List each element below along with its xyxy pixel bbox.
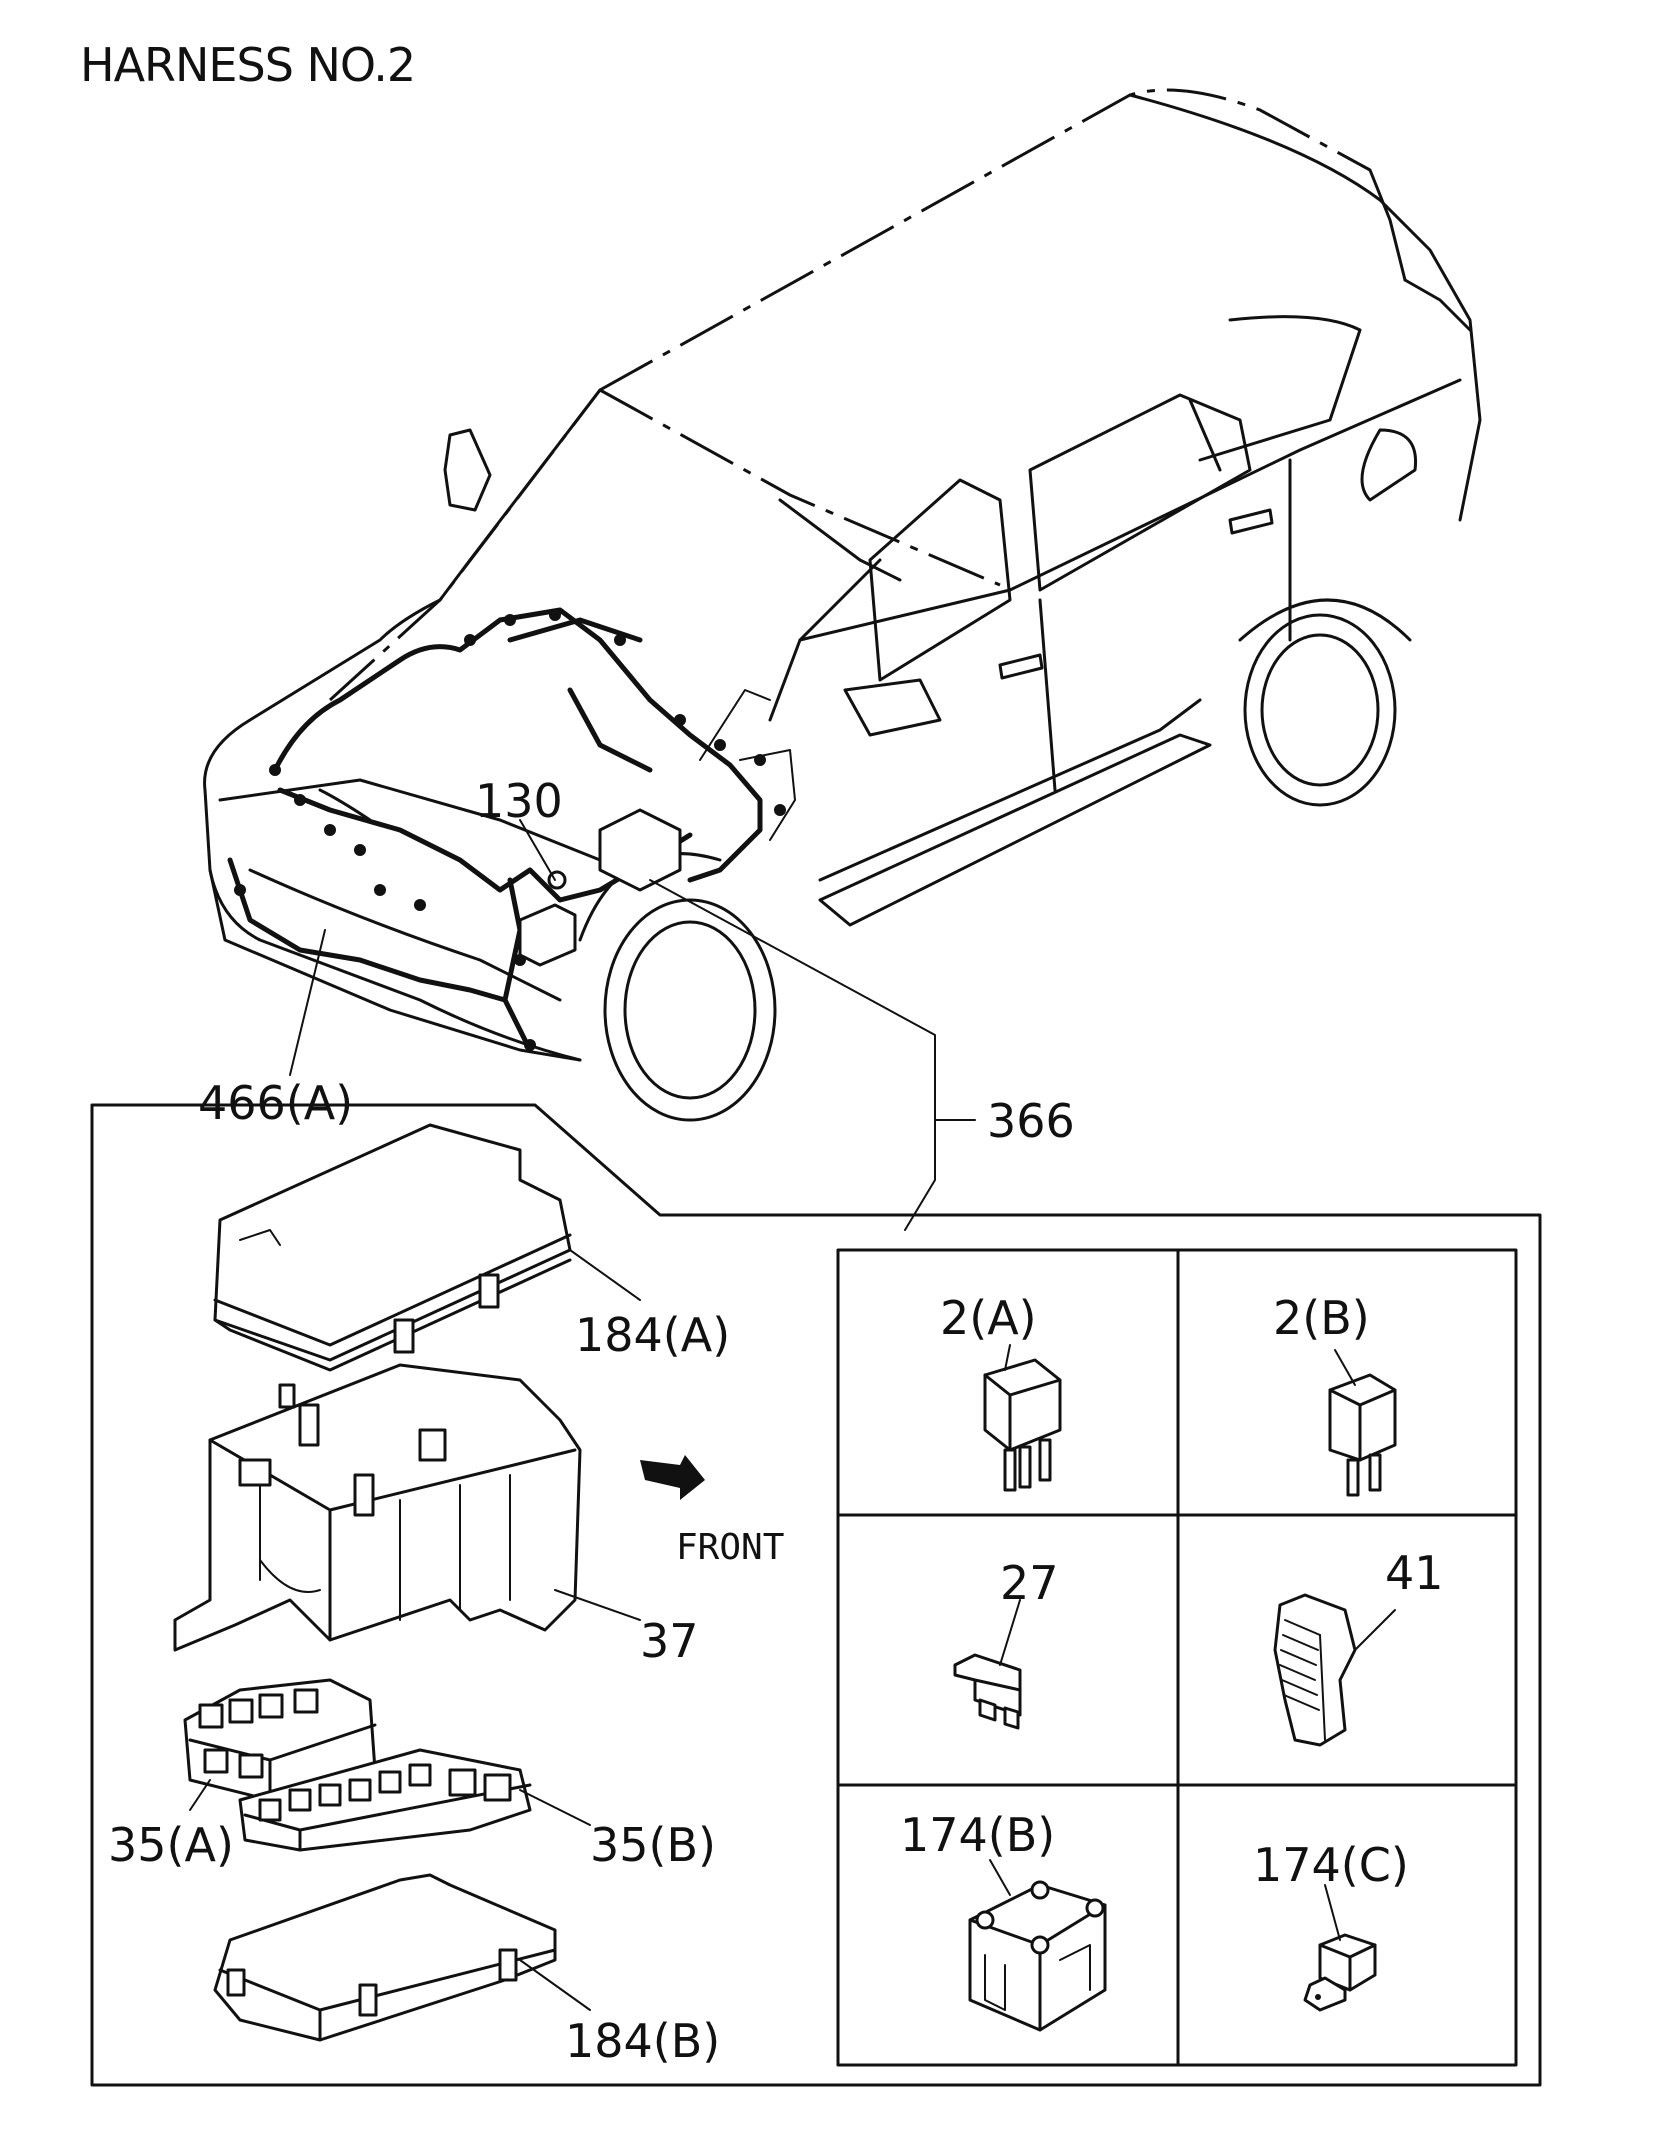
fuse-27-icon bbox=[953, 1599, 1022, 1730]
callout-2a: 2(A) bbox=[940, 1291, 1037, 1345]
diagram-title: HARNESS NO.2 bbox=[80, 38, 416, 92]
callout-466a: 466(A) bbox=[198, 1076, 354, 1130]
front-arrow-icon bbox=[640, 1455, 705, 1500]
relay-block-b bbox=[238, 1748, 591, 1852]
fuse-41-icon bbox=[1273, 1593, 1396, 1747]
fuse-174c-icon bbox=[1303, 1884, 1377, 2012]
callout-184b: 184(B) bbox=[565, 2014, 721, 2068]
relay-2b-icon bbox=[1328, 1349, 1397, 1497]
callout-35a: 35(A) bbox=[108, 1818, 234, 1872]
callout-184a: 184(A) bbox=[575, 1308, 731, 1362]
callout-174b: 174(B) bbox=[900, 1808, 1056, 1862]
callout-41: 41 bbox=[1385, 1546, 1444, 1600]
relay-2a-icon bbox=[983, 1344, 1062, 1492]
fuse-box-cover-upper bbox=[213, 1123, 641, 1372]
callout-174c: 174(C) bbox=[1253, 1838, 1409, 1892]
callout-37: 37 bbox=[640, 1614, 699, 1668]
callout-35b: 35(B) bbox=[590, 1818, 716, 1872]
front-direction-label: FRONT bbox=[676, 1527, 785, 1568]
callout-2b: 2(B) bbox=[1273, 1291, 1370, 1345]
fuse-box-cover-lower bbox=[213, 1873, 591, 2042]
detail-frame bbox=[90, 1103, 1542, 2087]
callout-27: 27 bbox=[1000, 1556, 1059, 1610]
callout-130: 130 bbox=[475, 774, 563, 828]
fuse-174b-icon bbox=[968, 1859, 1107, 2032]
callout-366: 366 bbox=[987, 1094, 1075, 1148]
relay-box-body bbox=[173, 1363, 641, 1652]
vehicle-illustration bbox=[203, 88, 1482, 1231]
